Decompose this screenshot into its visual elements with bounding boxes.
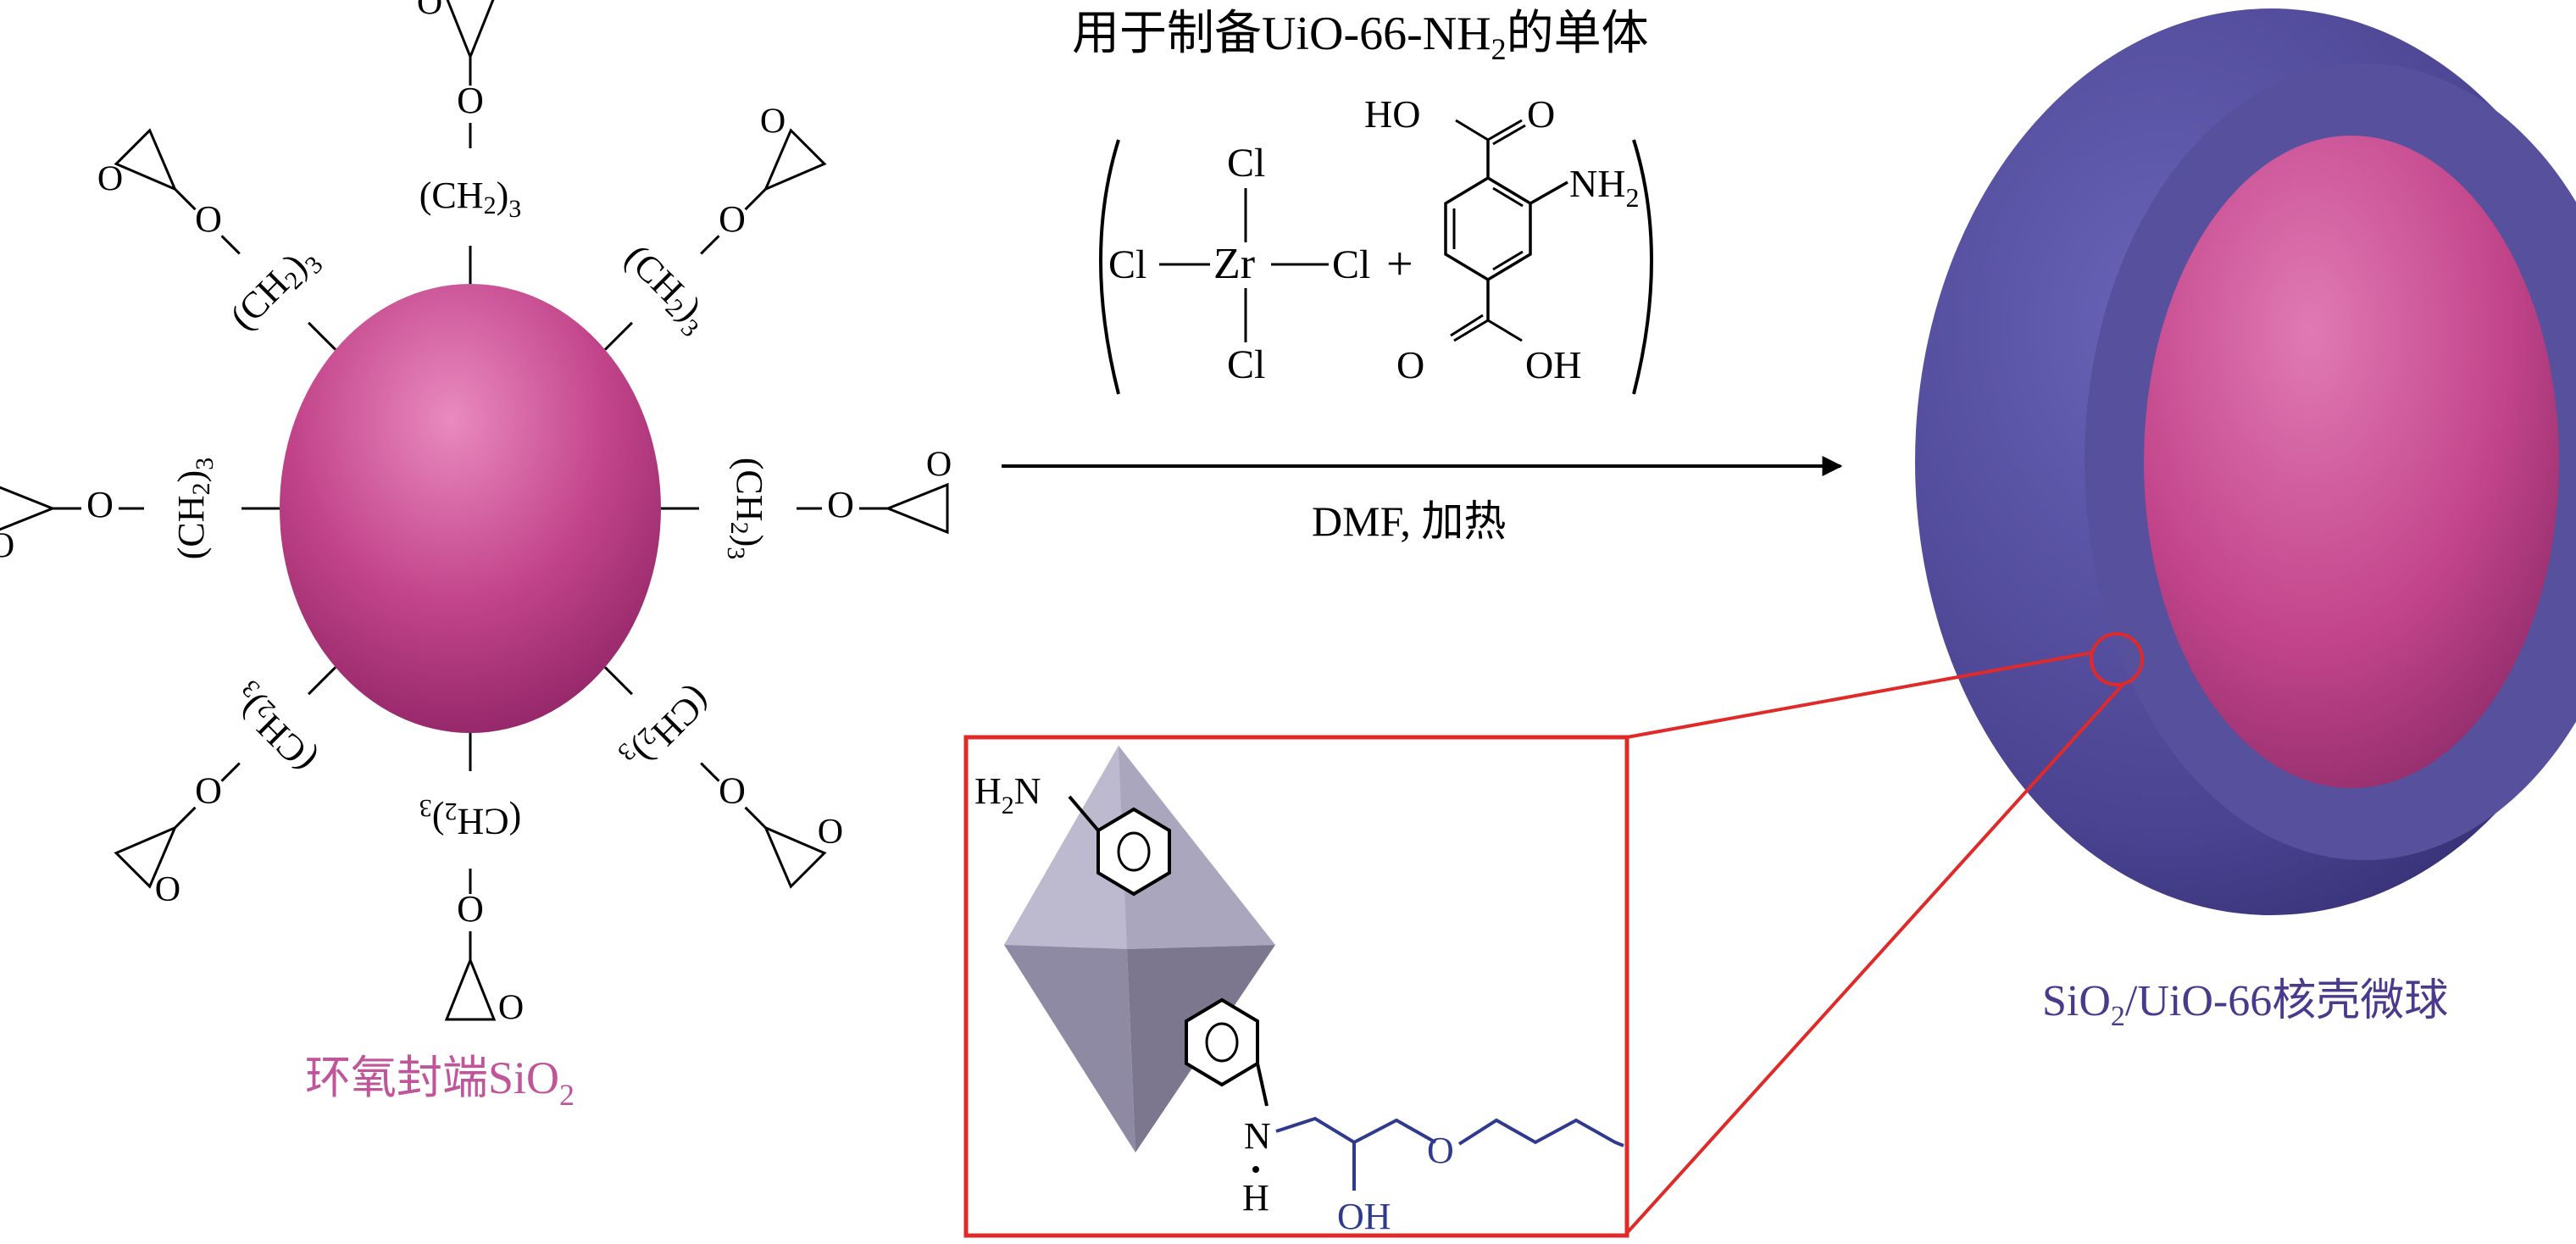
epoxy-arm: (CH2)3OO — [114, 666, 336, 909]
svg-text:OH: OH — [1337, 1196, 1391, 1237]
sio2-epoxy-label: 环氧封端SiO2 — [305, 1052, 575, 1112]
ch2-chain-label: (CH2)3 — [722, 458, 770, 559]
epoxide-oxygen: O — [926, 446, 952, 485]
ether-oxygen: O — [457, 888, 484, 930]
aminoterephthalic-acid: HO O NH2 O OH — [1364, 92, 1639, 386]
epoxy-arm: (CH2)3OO — [97, 128, 336, 351]
epoxide-ring — [446, 0, 495, 61]
svg-text:NH2: NH2 — [1569, 162, 1639, 213]
svg-text:OH: OH — [1525, 343, 1581, 386]
svg-text:O: O — [1527, 92, 1555, 136]
epoxide-oxygen: O — [97, 159, 123, 198]
epoxy-arm: (CH2)3OO — [604, 102, 827, 351]
svg-text:H2N: H2N — [974, 770, 1041, 819]
epoxy-arm: (CH2)3 O O — [417, 0, 521, 284]
epoxy-arm: (CH2)3OO — [604, 666, 843, 889]
epoxide-oxygen: O — [417, 0, 442, 23]
core-shell-microsphere — [1915, 8, 2576, 915]
left-bracket — [1099, 139, 1120, 395]
ch2-chain-label: (CH2)3 — [419, 175, 521, 223]
epoxide-oxygen: O — [0, 527, 14, 566]
ch2-chain-label: (CH2)3 — [419, 794, 521, 842]
svg-text:O: O — [1427, 1130, 1454, 1171]
ether-oxygen: O — [195, 769, 222, 811]
epoxy-arm: (CH2)3O O — [419, 733, 524, 1028]
epoxide-ring — [0, 486, 57, 531]
epoxide-ring — [114, 825, 178, 889]
svg-text:HO: HO — [1364, 92, 1420, 136]
ether-oxygen: O — [86, 484, 114, 525]
zr-atom: Zr — [1213, 240, 1255, 288]
epoxide-oxygen: O — [498, 989, 524, 1028]
monomer-title: 用于制备UiO-66-NH2的单体 — [1072, 8, 1649, 66]
cl-left: Cl — [1108, 242, 1146, 287]
inset-zoom: H2N N H OH O — [963, 735, 1629, 1238]
right-bracket — [1632, 139, 1653, 395]
svg-text:O: O — [1396, 343, 1424, 386]
svg-text:H: H — [1242, 1177, 1269, 1219]
epoxide-ring — [444, 956, 497, 1021]
ether-oxygen: O — [195, 198, 222, 240]
ether-oxygen: O — [457, 80, 484, 121]
epoxy-arm: (CH2)3OO — [0, 458, 280, 566]
epoxide-oxygen: O — [760, 102, 786, 141]
ether-oxygen: O — [827, 484, 854, 525]
epoxy-arm: (CH2)3 O O — [661, 446, 952, 559]
epoxide-ring — [763, 825, 827, 889]
cl-top: Cl — [1227, 141, 1265, 186]
epoxide-ring — [884, 482, 949, 535]
svg-text:N: N — [1244, 1115, 1271, 1157]
sio2-core — [2144, 136, 2559, 788]
zoom-marker — [2090, 632, 2144, 686]
epoxide-ring — [114, 128, 178, 192]
ether-oxygen: O — [719, 198, 746, 240]
cl-right: Cl — [1332, 242, 1370, 287]
reaction-condition: DMF, 加热 — [1312, 497, 1506, 545]
plus-sign: + — [1386, 238, 1413, 291]
epoxide-oxygen: O — [155, 870, 180, 909]
cl-bottom: Cl — [1227, 342, 1265, 387]
core-shell-label: SiO2/UiO-66核壳微球 — [2042, 977, 2448, 1032]
ch2-chain-label: (CH2)3 — [170, 458, 219, 559]
sio2-sphere — [280, 284, 661, 733]
epoxide-oxygen: O — [818, 813, 843, 852]
zrcl4-structure: Zr Cl Cl Cl Cl — [1108, 141, 1370, 387]
ether-oxygen: O — [719, 769, 746, 811]
epoxide-ring — [763, 128, 827, 192]
